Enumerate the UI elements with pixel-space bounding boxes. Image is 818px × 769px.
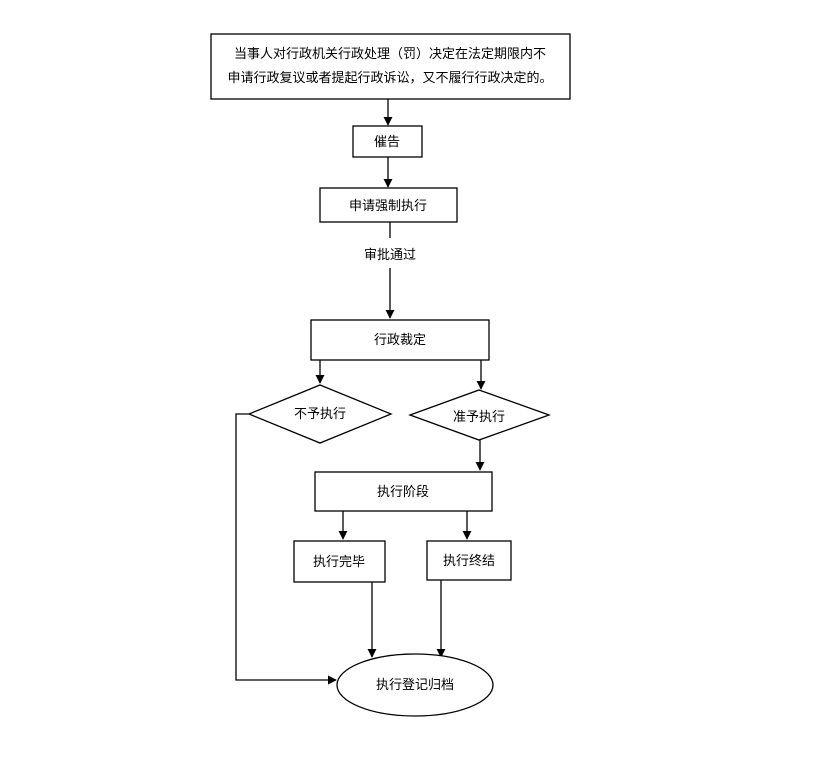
urge-label: 催告 — [374, 135, 400, 150]
execution-complete-label: 执行完毕 — [313, 555, 365, 570]
apply-label: 申请强制执行 — [349, 199, 427, 214]
start-box: 当事人对行政机关行政处理（罚）决定在法定期限内不 申请行政复议或者提起行政诉讼，… — [210, 33, 571, 100]
execution-complete-box: 执行完毕 — [293, 540, 386, 583]
start-text-line2: 申请行政复议或者提起行政诉讼，又不履行行政决定的。 — [227, 70, 552, 86]
not-execute-diamond: 不予执行 — [247, 384, 393, 444]
ruling-label: 行政裁定 — [374, 332, 426, 348]
registration-label: 执行登记归档 — [376, 678, 454, 693]
not-execute-label: 不予执行 — [294, 407, 346, 422]
registration-ellipse: 执行登记归档 — [336, 653, 494, 717]
execution-stage-label: 执行阶段 — [377, 485, 429, 500]
execution-terminated-box: 执行终结 — [426, 540, 512, 581]
approval-label: 审批通过 — [364, 248, 416, 263]
urge-box: 催告 — [352, 125, 423, 158]
permit-execute-diamond: 准予执行 — [408, 389, 551, 441]
apply-box: 申请强制执行 — [319, 187, 458, 223]
permit-execute-label: 准予执行 — [453, 410, 505, 425]
edge-not-execute-to-registration — [235, 413, 337, 685]
ruling-box: 行政裁定 — [310, 319, 490, 361]
execution-stage-box: 执行阶段 — [314, 471, 493, 512]
start-text-line1: 当事人对行政机关行政处理（罚）决定在法定期限内不 — [234, 46, 546, 62]
execution-terminated-label: 执行终结 — [443, 553, 495, 569]
